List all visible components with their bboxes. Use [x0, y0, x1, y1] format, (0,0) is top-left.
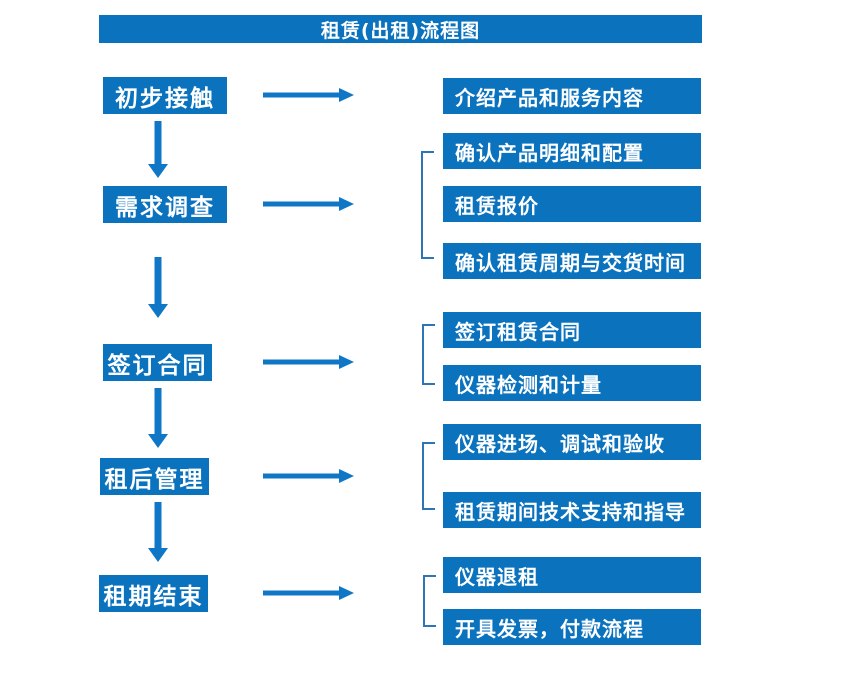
group-bracket: [423, 575, 436, 627]
flow-step-demand-survey: 需求调查: [103, 186, 227, 223]
group-bracket: [422, 324, 435, 385]
detail-box: 租赁报价: [443, 186, 701, 222]
flow-step-initial-contact: 初步接触: [103, 77, 227, 114]
arrow-right-icon: [263, 584, 355, 602]
arrow-right-icon: [263, 467, 355, 485]
detail-box: 仪器退租: [443, 557, 701, 593]
detail-box: 确认产品明细和配置: [443, 133, 701, 169]
group-bracket: [422, 442, 435, 510]
detail-box: 确认租赁周期与交货时间: [443, 243, 701, 279]
detail-box: 开具发票，付款流程: [443, 609, 701, 645]
flow-step-sign-contract: 签订合同: [103, 344, 212, 381]
detail-box: 仪器检测和计量: [443, 365, 701, 401]
arrow-down-icon: [146, 502, 170, 562]
arrow-right-icon: [263, 353, 355, 371]
detail-box: 介绍产品和服务内容: [443, 78, 701, 114]
diagram-title: 租赁(出租)流程图: [99, 15, 702, 43]
group-bracket: [421, 151, 434, 259]
detail-box: 租赁期间技术支持和指导: [443, 492, 701, 528]
detail-box: 签订租赁合同: [443, 312, 701, 348]
flow-step-rental-end: 租期结束: [99, 575, 208, 612]
arrow-down-icon: [146, 388, 170, 448]
flow-step-post-rental-management: 租后管理: [100, 458, 209, 495]
arrow-down-icon: [146, 257, 170, 318]
detail-box: 仪器进场、调试和验收: [443, 424, 701, 460]
arrow-right-icon: [263, 86, 355, 104]
arrow-right-icon: [263, 195, 355, 213]
arrow-down-icon: [146, 121, 170, 178]
